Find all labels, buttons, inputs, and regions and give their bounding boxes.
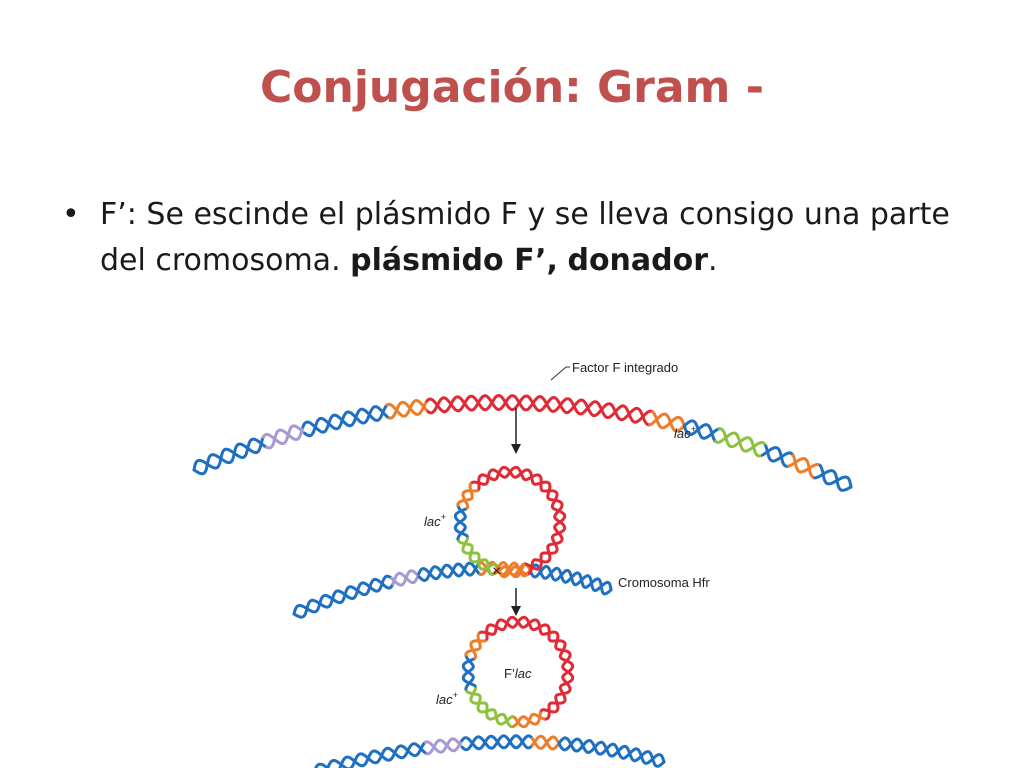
chromosome-top-helix [192, 393, 853, 492]
arrow-down-2 [511, 588, 521, 616]
dna-helices [192, 393, 853, 768]
bullet-text-bold-plasmid: plásmido F’, [350, 243, 558, 278]
label-f-lac: F’lac [504, 666, 532, 681]
chromosome-hfr-helix [292, 560, 613, 619]
bullet-text-normal: F’: Se escinde el plásmido F y se lleva … [100, 197, 950, 278]
bullet-marker: • [62, 197, 80, 232]
label-lac-bottom: lac+ [436, 690, 458, 707]
arrow-down-1 [511, 408, 521, 454]
label-lac-middle: lac+ [424, 512, 446, 529]
label-lac-top: lac+ [674, 424, 696, 441]
slide-title: Conjugación: Gram - [259, 62, 764, 113]
bullet-text-period: . [708, 243, 718, 278]
dna-diagram-svg: Factor F integrado lac+ lac+ lac+ Cromos… [192, 360, 853, 768]
label-chromosome-hfr: Cromosoma Hfr [618, 575, 710, 590]
bullet-text: F’: Se escinde el plásmido F y se lleva … [100, 192, 962, 284]
bullet-item: • F’: Se escinde el plásmido F y se llev… [62, 192, 962, 284]
bullet-text-bold-donor: donador [567, 243, 709, 278]
excising-loop-helix [453, 465, 567, 579]
conjugation-diagram: Factor F integrado lac+ lac+ lac+ Cromos… [186, 352, 866, 768]
factor-leader-line [550, 366, 567, 381]
f-prime-lac-plasmid-helix [461, 615, 575, 729]
label-factor-integrated: Factor F integrado [572, 360, 678, 375]
chromosome-bottom-helix [314, 734, 666, 768]
crossover-mark: × [492, 563, 501, 580]
